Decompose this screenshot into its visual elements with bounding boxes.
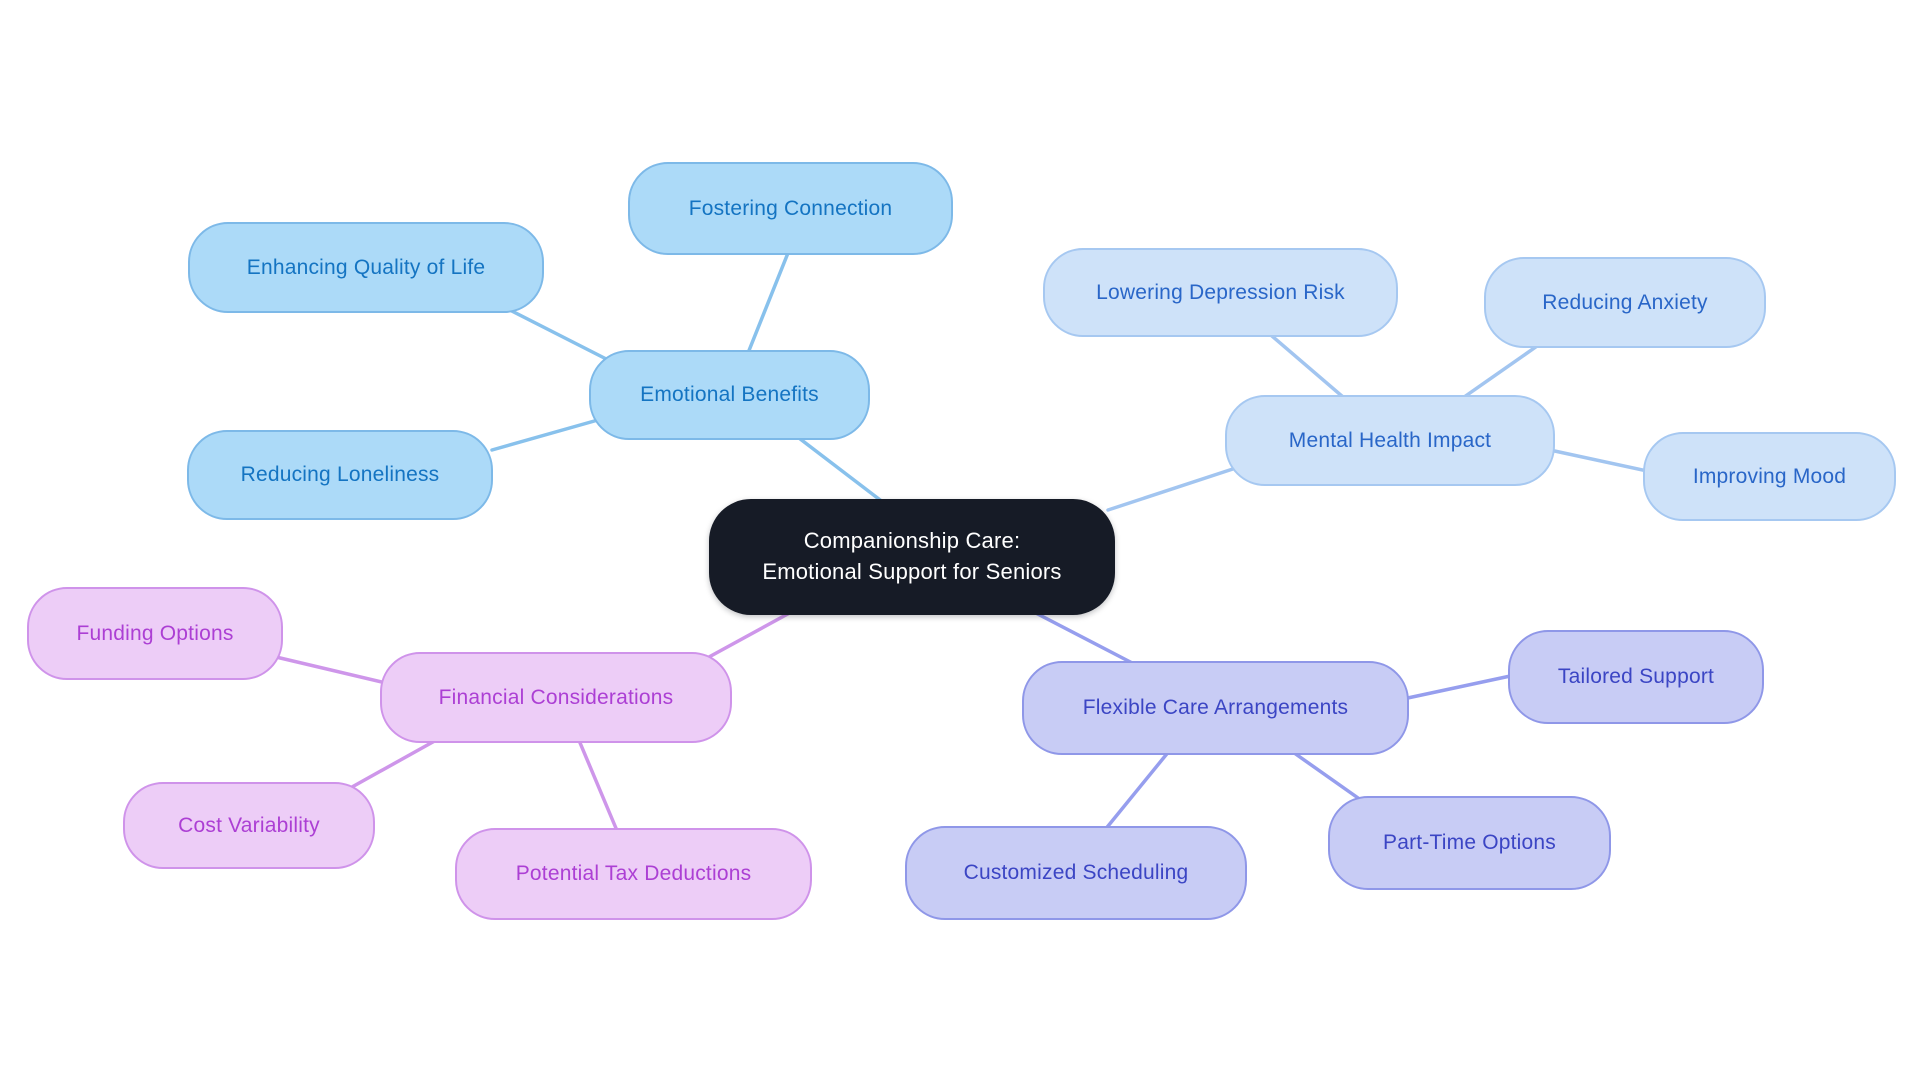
node-label: Improving Mood — [1692, 464, 1847, 488]
node-label: Enhancing Quality of Life — [246, 255, 486, 279]
edge-lowering-depression-risk — [1263, 328, 1352, 405]
node-label: Mental Health Impact — [1288, 428, 1492, 452]
edge-customized-scheduling — [1102, 748, 1172, 833]
node-lowering-depression-risk[interactable]: Lowering Depression Risk — [1043, 248, 1398, 337]
node-emotional-benefits[interactable]: Emotional Benefits — [589, 350, 870, 440]
edge-part-time-options — [1288, 748, 1370, 807]
node-label: Fostering Connection — [688, 196, 893, 220]
node-reducing-anxiety[interactable]: Reducing Anxiety — [1484, 257, 1766, 348]
node-flexible-care-arrangements[interactable]: Flexible Care Arrangements — [1022, 661, 1409, 755]
node-tailored-support[interactable]: Tailored Support — [1508, 630, 1764, 724]
node-label: Customized Scheduling — [963, 861, 1189, 885]
edge-tailored-support — [1401, 673, 1517, 701]
node-fostering-connection[interactable]: Fostering Connection — [628, 162, 953, 255]
node-label: Part-Time Options — [1383, 831, 1556, 855]
node-label: Reducing Anxiety — [1542, 290, 1708, 314]
node-label: Tailored Support — [1557, 665, 1715, 689]
edge-financial-center — [696, 608, 797, 665]
edge-emotional-center — [793, 433, 890, 508]
node-label: Cost Variability — [178, 813, 320, 837]
node-label: Reducing Loneliness — [240, 463, 440, 487]
edge-funding-options — [274, 655, 392, 686]
edge-flexible-center — [1028, 608, 1140, 668]
node-potential-tax-deductions[interactable]: Potential Tax Deductions — [455, 828, 812, 920]
node-reducing-loneliness[interactable]: Reducing Loneliness — [187, 430, 493, 520]
node-label: Potential Tax Deductions — [515, 862, 752, 886]
node-enhancing-quality-of-life[interactable]: Enhancing Quality of Life — [188, 222, 544, 313]
center-node-label: Companionship Care: Emotional Support fo… — [748, 526, 1075, 588]
node-label: Lowering Depression Risk — [1096, 280, 1345, 304]
node-financial-considerations[interactable]: Financial Considerations — [380, 652, 732, 743]
node-improving-mood[interactable]: Improving Mood — [1643, 432, 1896, 521]
node-label: Funding Options — [76, 621, 234, 645]
edge-cost-variability — [350, 736, 442, 789]
edge-potential-tax-deductions — [576, 736, 620, 835]
center-node-label-line2: Emotional Support for Seniors — [762, 559, 1062, 584]
edge-reducing-anxiety — [1455, 342, 1542, 404]
node-label: Emotional Benefits — [640, 383, 819, 407]
node-label: Financial Considerations — [438, 685, 674, 709]
node-mental-health-impact[interactable]: Mental Health Impact — [1225, 395, 1555, 486]
node-part-time-options[interactable]: Part-Time Options — [1328, 796, 1611, 890]
edge-enhancing-quality-of-life — [498, 303, 622, 368]
node-customized-scheduling[interactable]: Customized Scheduling — [905, 826, 1247, 920]
edge-fostering-connection — [744, 246, 792, 360]
node-label: Flexible Care Arrangements — [1082, 696, 1349, 720]
center-node-label-line1: Companionship Care: — [803, 528, 1021, 554]
node-cost-variability[interactable]: Cost Variability — [123, 782, 375, 869]
center-node[interactable]: Companionship Care: Emotional Support fo… — [709, 499, 1115, 615]
edge-mental-center — [1106, 462, 1250, 512]
edge-reducing-loneliness — [490, 414, 614, 452]
edge-improving-mood — [1548, 448, 1654, 474]
node-funding-options[interactable]: Funding Options — [27, 587, 283, 680]
